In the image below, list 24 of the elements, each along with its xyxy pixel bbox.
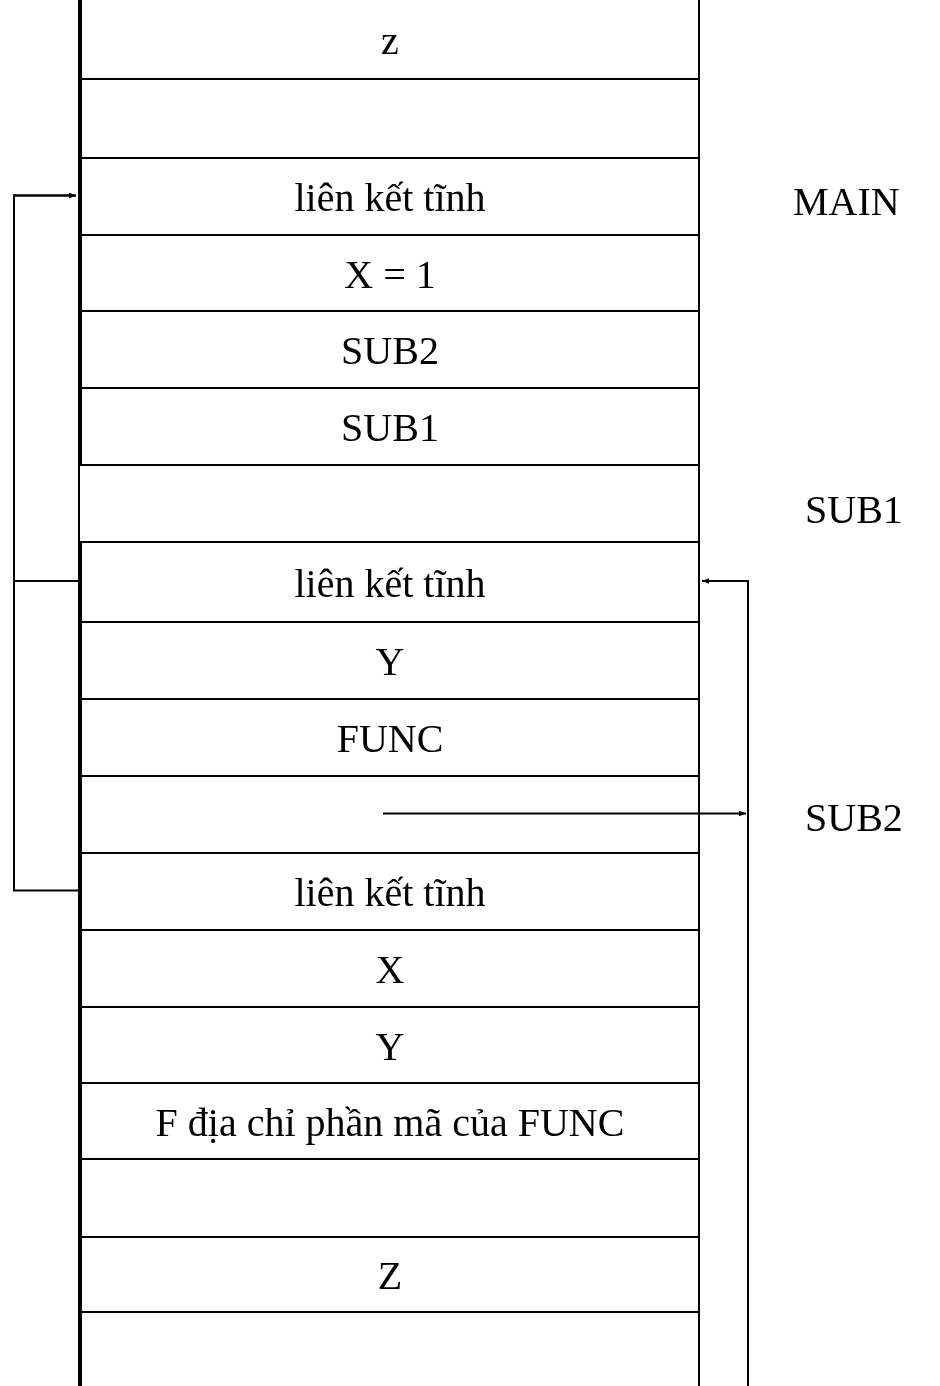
stack-cell: Y xyxy=(78,621,700,700)
stack-cell: liên kết tĩnh xyxy=(78,541,700,623)
stack-cell: X xyxy=(78,929,700,1008)
stack-cell xyxy=(78,1158,700,1238)
frame-label: SUB1 xyxy=(805,486,903,533)
arrow xyxy=(382,810,747,817)
stack-cell: Y xyxy=(78,1006,700,1084)
frame-label: SUB2 xyxy=(805,794,903,841)
stack-cell: liên kết tĩnh xyxy=(78,852,700,931)
stack-cell xyxy=(78,1311,700,1386)
stack-cell: z xyxy=(78,0,700,80)
stack-cell: F địa chỉ phần mã của FUNC xyxy=(78,1082,700,1160)
stack-cell: SUB1 xyxy=(78,387,700,466)
stack-cell xyxy=(78,464,700,543)
stack-cell: FUNC xyxy=(78,698,700,777)
arrow xyxy=(701,578,749,1386)
stack-cell: X = 1 xyxy=(78,234,700,312)
stack-cell xyxy=(78,775,700,854)
stack-cell: liên kết tĩnh xyxy=(78,157,700,236)
arrow xyxy=(13,192,79,892)
frame-label: MAIN xyxy=(793,178,900,225)
stack-cell: SUB2 xyxy=(78,310,700,389)
stack-cell xyxy=(78,78,700,159)
stack-cell: Z xyxy=(78,1236,700,1313)
